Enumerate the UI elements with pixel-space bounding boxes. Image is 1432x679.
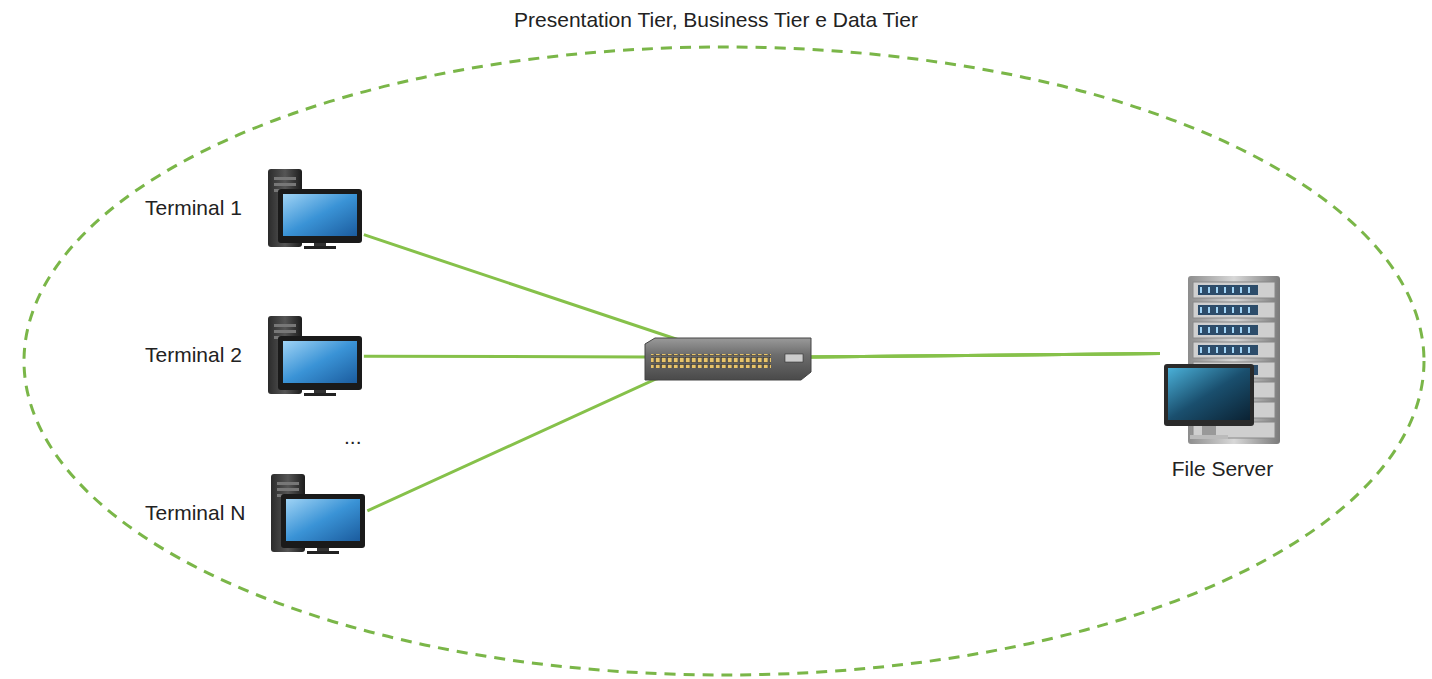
network-switch	[643, 336, 813, 382]
switch-ports	[651, 354, 771, 368]
switch-body	[645, 338, 811, 380]
monitor-base	[304, 393, 336, 396]
unit-light	[1208, 347, 1210, 353]
monitor-base	[1190, 435, 1228, 439]
monitor-screen	[283, 194, 357, 236]
unit-display	[1198, 325, 1258, 335]
unit-light	[1240, 307, 1242, 313]
unit-light	[1224, 347, 1226, 353]
rack-unit	[1193, 282, 1275, 298]
unit-light	[1208, 327, 1210, 333]
unit-light	[1248, 287, 1250, 293]
ellipsis-label: ...	[344, 425, 362, 449]
unit-light	[1200, 327, 1202, 333]
server-node: File Server	[1160, 272, 1285, 481]
drive-bay	[274, 183, 296, 186]
computer-icon	[264, 165, 364, 250]
unit-light	[1248, 327, 1250, 333]
unit-light	[1208, 307, 1210, 313]
unit-light	[1200, 347, 1202, 353]
unit-light	[1232, 287, 1234, 293]
unit-light	[1240, 287, 1242, 293]
unit-light	[1224, 327, 1226, 333]
drive-bay	[277, 482, 299, 485]
monitor-frame	[278, 336, 362, 390]
unit-light	[1216, 327, 1218, 333]
unit-light	[1216, 347, 1218, 353]
monitor-base	[307, 551, 339, 554]
diagram-title: Presentation Tier, Business Tier e Data …	[0, 8, 1432, 32]
rack-unit	[1193, 302, 1275, 318]
unit-light	[1216, 307, 1218, 313]
terminal-label: Terminal 1	[145, 196, 242, 220]
monitor-screen	[286, 499, 360, 541]
unit-display	[1198, 345, 1258, 355]
unit-light	[1200, 307, 1202, 313]
monitor-screen	[1168, 368, 1250, 420]
unit-light	[1248, 307, 1250, 313]
terminal-node: Terminal N	[145, 470, 367, 555]
drive-bay	[277, 488, 299, 491]
server-label: File Server	[1172, 457, 1274, 481]
unit-light	[1208, 287, 1210, 293]
unit-light	[1200, 287, 1202, 293]
terminal-label: Terminal 2	[145, 343, 242, 367]
unit-display	[1198, 305, 1258, 315]
unit-light	[1248, 347, 1250, 353]
unit-light	[1224, 287, 1226, 293]
computer-icon	[267, 470, 367, 555]
monitor-stand	[1202, 426, 1216, 436]
uplink-ports	[785, 354, 803, 362]
drive-bay	[274, 324, 296, 327]
monitor-frame	[1164, 364, 1254, 426]
computer-icon	[264, 312, 364, 397]
unit-light	[1232, 327, 1234, 333]
unit-light	[1232, 307, 1234, 313]
rack-unit	[1193, 342, 1275, 358]
unit-light	[1224, 307, 1226, 313]
monitor-frame	[278, 189, 362, 243]
region-ellipse	[24, 47, 1424, 675]
terminal-node: Terminal 2	[145, 312, 364, 397]
monitor-frame	[281, 494, 365, 548]
monitor-screen	[283, 341, 357, 383]
monitor-base	[304, 246, 336, 249]
unit-light	[1240, 327, 1242, 333]
terminal-node: Terminal 1	[145, 165, 364, 250]
unit-light	[1240, 347, 1242, 353]
drive-bay	[274, 330, 296, 333]
server-icon	[1160, 272, 1285, 447]
terminal-label: Terminal N	[145, 501, 245, 525]
unit-light	[1216, 287, 1218, 293]
drive-bay	[274, 177, 296, 180]
rack-unit	[1193, 322, 1275, 338]
unit-light	[1232, 347, 1234, 353]
unit-display	[1198, 285, 1258, 295]
